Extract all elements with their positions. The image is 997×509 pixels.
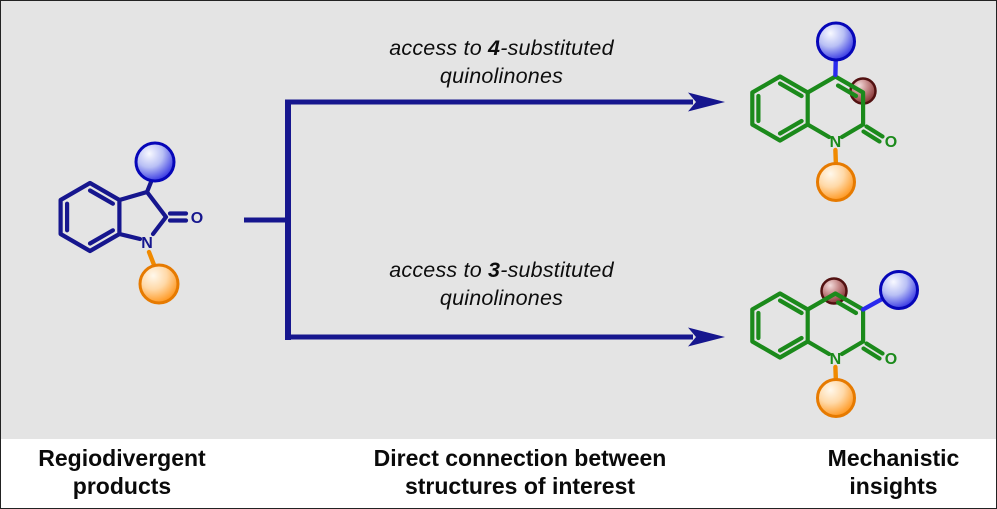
benzene-double-bond-3 — [777, 335, 804, 353]
top-arrowhead-icon — [688, 92, 725, 112]
bottom-branch-label: access to 3-substituted quinolinones — [349, 256, 654, 312]
reactant-oxindole-structure: N O — [58, 141, 203, 305]
carbonyl-line-1 — [864, 124, 885, 139]
label-text: access to — [389, 36, 489, 60]
orange-substituent-ball — [816, 162, 856, 202]
carbonyl-line-2 — [861, 346, 882, 361]
carbonyl-line-2 — [861, 129, 882, 144]
bottom-branch-label-line2: quinolinones — [439, 286, 564, 310]
product-4-substituted-quinolinone: N O — [750, 21, 897, 202]
benzene-ring — [750, 291, 810, 360]
benzene-double-bond-1 — [777, 81, 804, 99]
branch-connector — [244, 100, 291, 340]
o-atom-label: O — [885, 351, 897, 368]
caption-regiodivergent-products: Regiodivergent products — [6, 444, 238, 500]
bottom-branch-arrow — [285, 327, 725, 347]
caption-strip: Regiodivergent products Direct connectio… — [1, 439, 996, 508]
benzene-double-bond-3 — [87, 228, 115, 246]
label-text: -substituted — [500, 36, 614, 60]
caption-direct-connection: Direct connection between structures of … — [343, 444, 697, 500]
oxindole-bonds — [58, 174, 189, 273]
carbonyl-line-1 — [864, 341, 885, 356]
orange-substituent-ball — [816, 378, 856, 418]
benzene-double-bond-1 — [777, 298, 804, 316]
n-c8a-bond — [805, 339, 832, 357]
n-atom-label: N — [830, 134, 842, 151]
benzene-ring — [750, 74, 810, 143]
caption-mechanistic-insights: Mechanistic insights — [781, 444, 996, 500]
n-atom-label: N — [830, 351, 842, 368]
n-c8a-bond — [805, 122, 832, 140]
o-atom-label: O — [191, 210, 203, 227]
benzene-double-bond-1 — [87, 188, 115, 206]
blue-substituent-ball — [879, 270, 919, 310]
top-branch-label: access to 4-substituted quinolinones — [349, 34, 654, 90]
top-branch-label-line2: quinolinones — [439, 64, 564, 88]
label-position-number: 4 — [488, 36, 501, 60]
caption-line: products — [72, 473, 172, 499]
label-position-number: 3 — [488, 258, 501, 282]
caption-line: insights — [849, 473, 938, 499]
caption-line: Mechanistic — [827, 445, 960, 471]
caption-line: Regiodivergent — [38, 445, 206, 471]
top-branch-arrow — [285, 92, 725, 112]
c3-c4-double-bond — [835, 83, 859, 99]
n-c7a-bond — [117, 231, 143, 242]
pyridinone-ring-bonds — [805, 74, 866, 140]
c3-c4-double-bond — [835, 300, 859, 316]
label-text: access to — [389, 258, 489, 282]
n-atom-label: N — [141, 235, 153, 252]
caption-line: Direct connection between — [373, 445, 667, 471]
top-branch-label-line1: access to 4-substituted — [349, 34, 654, 62]
blue-substituent-ball — [134, 141, 176, 183]
orange-substituent-ball — [138, 263, 180, 305]
blue-substituent-ball — [816, 21, 856, 62]
quinolinone-bonds — [750, 46, 885, 170]
lactam-ring-bonds — [117, 189, 169, 237]
benzene-ring — [58, 180, 122, 254]
quinolinone-bonds — [750, 291, 894, 387]
o-atom-label: O — [885, 134, 897, 151]
bottom-arrowhead-icon — [688, 327, 725, 347]
label-text: -substituted — [500, 258, 614, 282]
product-3-substituted-quinolinone: N O — [750, 270, 919, 418]
caption-line: structures of interest — [404, 473, 636, 499]
bottom-branch-label-line1: access to 3-substituted — [349, 256, 654, 284]
benzene-double-bond-3 — [777, 118, 804, 136]
